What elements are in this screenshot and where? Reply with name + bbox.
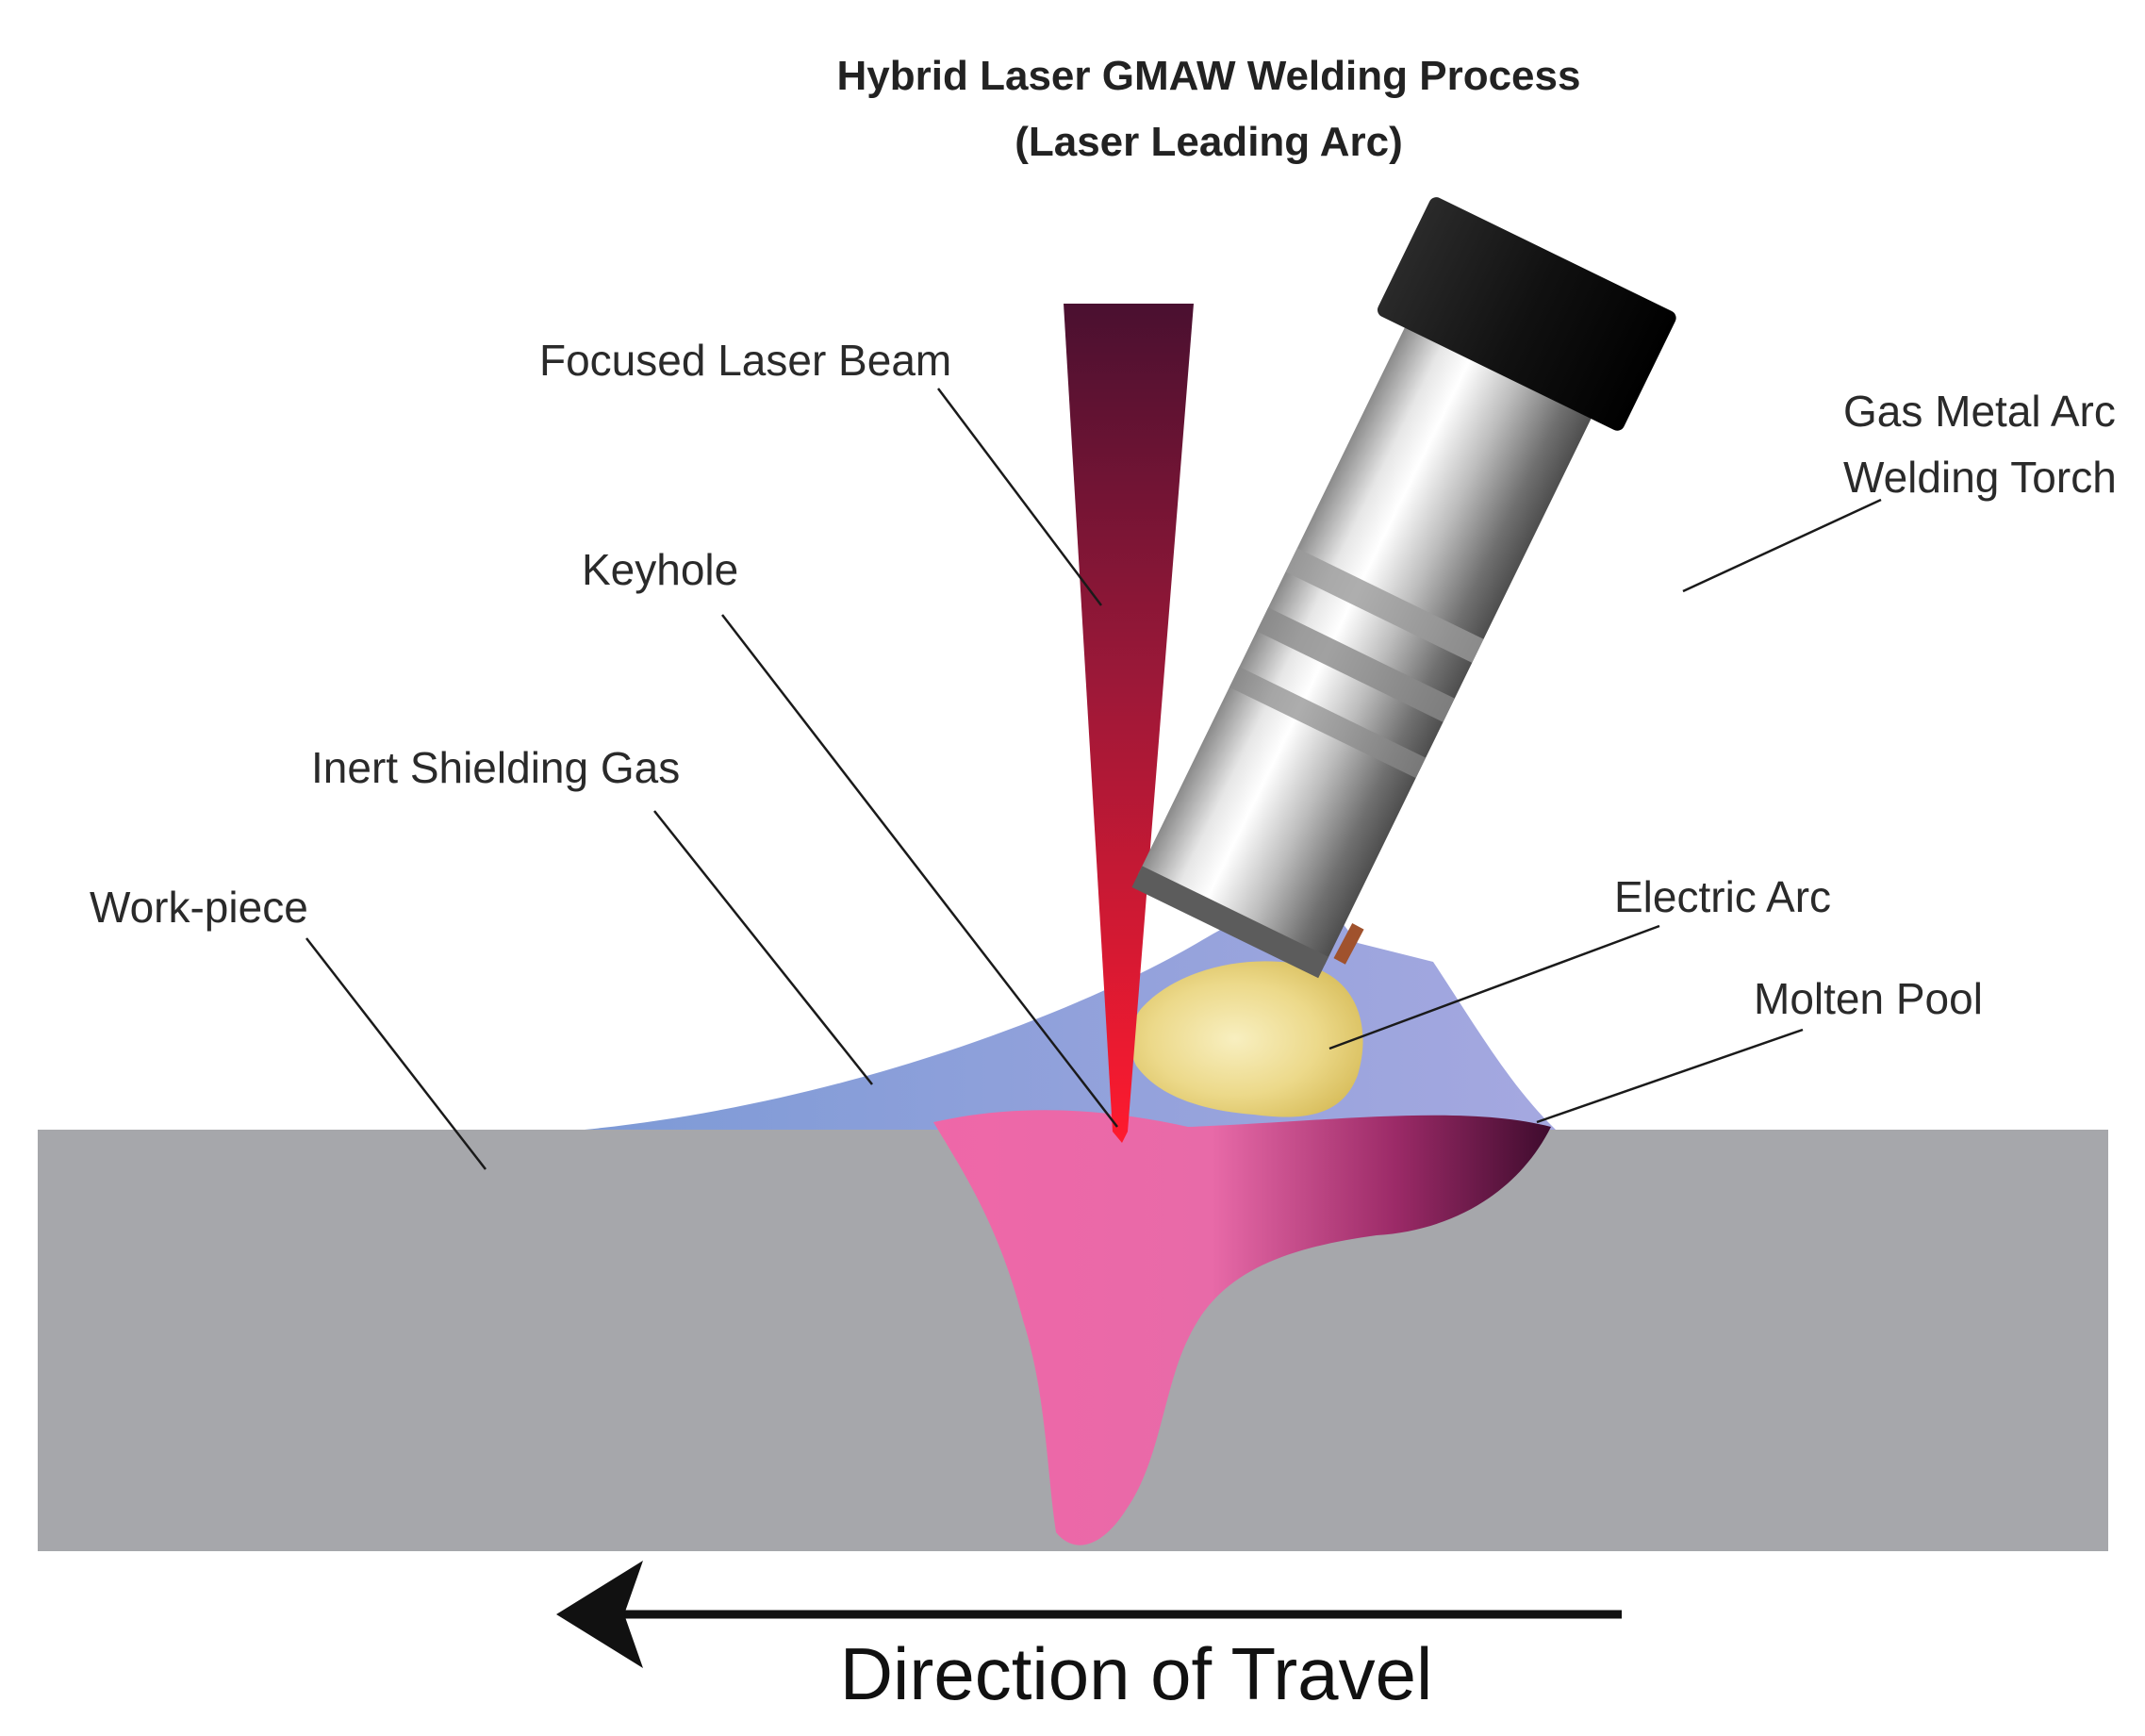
leader-welding-torch <box>1682 498 1882 593</box>
label-electric-arc: Electric Arc <box>1614 872 1831 921</box>
leader-work-piece <box>305 937 487 1170</box>
leader-focused-laser-beam <box>937 388 1102 606</box>
label-torch-line1: Gas Metal Arc <box>1843 387 2116 436</box>
label-keyhole: Keyhole <box>582 545 738 594</box>
leader-electric-arc <box>1328 924 1660 1050</box>
wire-electrode <box>1333 923 1364 965</box>
diagram-title-line1: Hybrid Laser GMAW Welding Process <box>837 53 1581 99</box>
diagram-title-line2: (Laser Leading Arc) <box>1015 119 1403 165</box>
left-arrow-icon <box>556 1561 1622 1668</box>
leader-keyhole <box>721 614 1118 1128</box>
torch-nozzle-tip <box>1131 866 1329 979</box>
torch-cap <box>1378 197 1676 431</box>
electric-arc <box>1130 961 1363 1117</box>
label-work-piece: Work-piece <box>90 883 308 932</box>
leader-molten-pool <box>1536 1028 1804 1124</box>
direction-of-travel-label: Direction of Travel <box>840 1632 1433 1715</box>
torch-band-3 <box>1229 667 1427 779</box>
leader-inert-shielding-gas <box>653 810 873 1085</box>
focused-laser-beam <box>1064 304 1194 1143</box>
torch-body <box>1138 289 1610 966</box>
label-molten-pool: Molten Pool <box>1754 974 1983 1023</box>
molten-pool <box>933 1110 1551 1546</box>
torch-band-1 <box>1285 548 1484 663</box>
torch-band-2 <box>1256 607 1455 722</box>
welding-torch <box>1131 197 1676 979</box>
shielding-gas-region <box>585 882 1556 1130</box>
label-torch-line2: Welding Torch <box>1843 453 2117 502</box>
label-focused-laser-beam: Focused Laser Beam <box>539 336 951 385</box>
label-inert-shielding-gas: Inert Shielding Gas <box>311 743 680 792</box>
